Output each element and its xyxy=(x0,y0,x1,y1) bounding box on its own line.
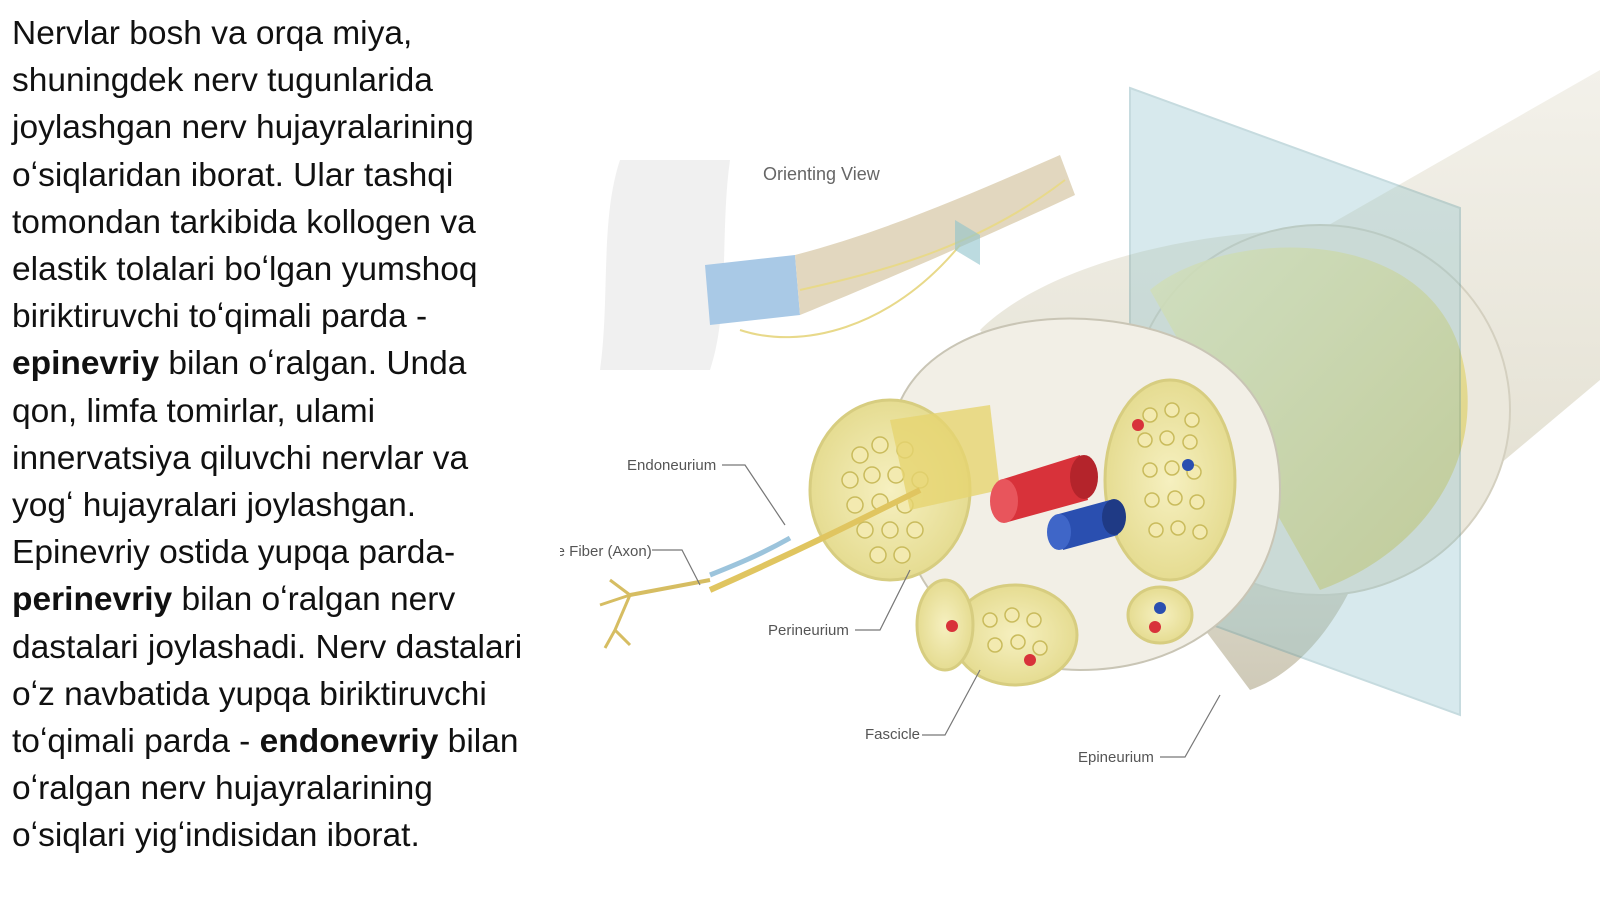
bold-term: epinevriy xyxy=(12,345,160,383)
line-text: bilan xyxy=(438,723,519,761)
nerve-fiber-axon xyxy=(599,487,922,649)
line-text: joylashgan nerv hujayralarining xyxy=(12,109,474,147)
fascicle xyxy=(1126,585,1194,645)
line-text: elastik tolalari boʻlgan yumshoq xyxy=(12,251,478,289)
paragraph-line: shuningdek nerv tugunlarida xyxy=(12,57,582,104)
nerve-anatomy-illustration: Orienting View xyxy=(560,70,1600,790)
paragraph-line: toʻqimali parda - endonevriy bilan xyxy=(12,718,582,765)
bold-term: endonevriy xyxy=(259,723,439,761)
paragraph-line: Nervlar bosh va orqa miya, xyxy=(12,10,582,57)
line-text: biriktiruvchi toʻqimali parda - xyxy=(12,298,428,336)
paragraph-line: yogʻ hujayralari joylashgan. xyxy=(12,482,582,529)
line-text: tomondan tarkibida kollogen va xyxy=(12,203,476,241)
line-text: qon, limfa tomirlar, ulami xyxy=(12,392,376,430)
line-text: Nervlar bosh va orqa miya, xyxy=(12,15,413,52)
orienting-view-label: Orienting View xyxy=(763,164,881,184)
fascicle xyxy=(915,578,975,672)
line-text: yogʻ hujayralari joylashgan. xyxy=(12,487,417,525)
line-text: bilan oʻralgan nerv xyxy=(172,581,456,619)
line-text: Epinevriy ostida yupqa parda- xyxy=(12,534,456,572)
line-text: oʻz navbatida yupqa biriktiruvchi xyxy=(12,675,487,713)
bold-term: perinevriy xyxy=(12,581,173,619)
paragraph-line: oʻsiqlari yigʻindisidan iborat. xyxy=(12,812,582,859)
label-perineurium: Perineurium xyxy=(768,622,849,639)
blood-vessels xyxy=(990,455,1126,550)
paragraph-line: dastalari joylashadi. Nerv dastalari xyxy=(12,624,582,671)
paragraph-line: oʻralgan nerv hujayralarining xyxy=(12,765,582,812)
line-text: oʻsiqlaridan iborat. Ular tashqi xyxy=(12,156,454,194)
paragraph-line: qon, limfa tomirlar, ulami xyxy=(12,388,582,435)
line-text: oʻsiqlari yigʻindisidan iborat. xyxy=(12,817,420,855)
paragraph-line: tomondan tarkibida kollogen va xyxy=(12,199,582,246)
label-epineurium: Epineurium xyxy=(1078,749,1154,766)
label-endoneurium: Endoneurium xyxy=(627,457,716,474)
paragraph-line: oʻz navbatida yupqa biriktiruvchi xyxy=(12,671,582,718)
line-text: innervatsiya qiluvchi nervlar va xyxy=(12,439,469,477)
cross-section xyxy=(808,317,1282,687)
paragraph-line: joylashgan nerv hujayralarining xyxy=(12,104,582,151)
paragraph-line: Epinevriy ostida yupqa parda- xyxy=(12,529,582,576)
line-text: toʻqimali parda - xyxy=(12,723,260,761)
line-text: shuningdek nerv tugunlarida xyxy=(12,62,433,100)
paragraph-line: biriktiruvchi toʻqimali parda - xyxy=(12,293,582,340)
label-nerve-fiber: Nerve Fiber (Axon) xyxy=(560,543,652,560)
paragraph-line: oʻsiqlaridan iborat. Ular tashqi xyxy=(12,152,582,199)
body-paragraph: Nervlar bosh va orqa miya, shuningdek ner… xyxy=(12,10,582,860)
paragraph-line: innervatsiya qiluvchi nervlar va xyxy=(12,435,582,482)
label-fascicle: Fascicle xyxy=(865,726,920,743)
paragraph-line: elastik tolalari boʻlgan yumshoq xyxy=(12,246,582,293)
line-text: bilan oʻralgan. Unda xyxy=(159,345,467,383)
paragraph-line: perinevriy bilan oʻralgan nerv xyxy=(12,576,582,623)
paragraph-line: epinevriy bilan oʻralgan. Unda xyxy=(12,340,582,387)
line-text: dastalari joylashadi. Nerv dastalari xyxy=(12,628,523,666)
line-text: oʻralgan nerv hujayralarining xyxy=(12,770,433,808)
orienting-view-inset: Orienting View xyxy=(600,155,1075,370)
